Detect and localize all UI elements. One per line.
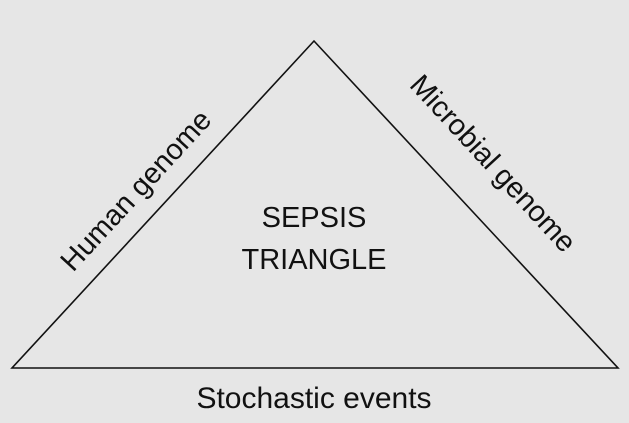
center-title-line-2: TRIANGLE (241, 244, 386, 276)
right-side-label: Microbial genome (403, 69, 582, 259)
left-side-label: Human genome (55, 104, 218, 277)
center-title-line-1: SEPSIS (262, 202, 367, 234)
triangle-outline (10, 39, 620, 369)
bottom-side-label: Stochastic events (196, 382, 431, 415)
